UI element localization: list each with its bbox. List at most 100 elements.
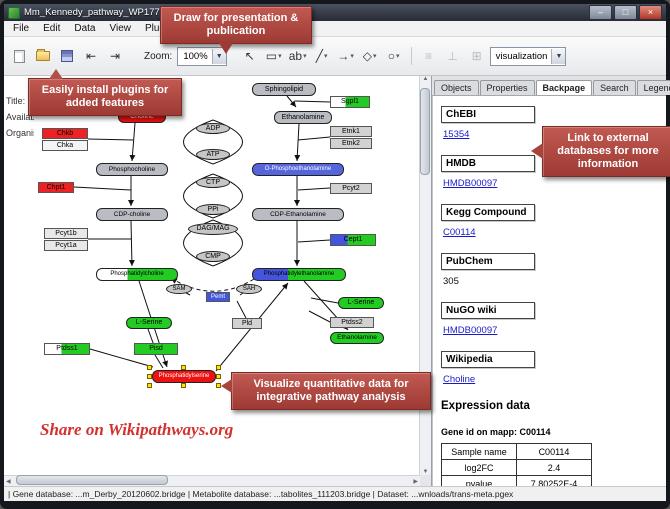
node-o-phosphoethanolamine[interactable]: O-Phosphoethanolamine — [252, 163, 344, 176]
dropdown-arrow-icon: ▾ — [396, 53, 400, 60]
selection-handle[interactable] — [147, 373, 152, 379]
node-etnk1[interactable]: Etnk1 — [330, 126, 372, 137]
scroll-left-icon[interactable]: ◀ — [6, 478, 11, 485]
node-sam[interactable]: SAM — [166, 284, 192, 294]
external-link[interactable]: HMDB00097 — [443, 325, 498, 336]
node-ctp[interactable]: CTP — [196, 177, 230, 188]
node-dag-mag[interactable]: DAG/MAG — [188, 223, 238, 235]
shape-tool-button[interactable]: ◇▾ — [359, 45, 381, 67]
tab-legend[interactable]: Legend — [636, 80, 670, 95]
node-pld[interactable]: Pld — [232, 318, 262, 329]
tab-properties[interactable]: Properties — [479, 80, 535, 95]
select-tool-icon: ↖ — [244, 49, 255, 63]
ellipse-tool-button[interactable]: ○▾ — [383, 45, 405, 67]
menu-edit[interactable]: Edit — [43, 23, 61, 34]
selection-handle[interactable] — [147, 383, 152, 388]
shape-tool-icon: ◇ — [362, 49, 373, 63]
node-cept1[interactable]: Cept1 — [330, 234, 376, 246]
tab-objects[interactable]: Objects — [434, 80, 479, 95]
node-chka[interactable]: Chka — [42, 140, 88, 151]
node-chkb[interactable]: Chkb — [42, 128, 88, 139]
node-phosphatidylethanolamine[interactable]: Phosphatidylethanolamine — [252, 268, 346, 281]
horizontal-scroll-thumb[interactable] — [16, 475, 168, 485]
node-ppi[interactable]: PPi — [196, 204, 230, 215]
menu-file[interactable]: File — [13, 23, 30, 34]
external-link[interactable]: Choline — [443, 374, 476, 385]
backpage-section: HMDB HMDB00097 — [441, 155, 660, 189]
node-l-serine[interactable]: L-Serine — [126, 317, 172, 329]
scroll-right-icon[interactable]: ▶ — [413, 478, 418, 485]
node-ptdss2[interactable]: Ptdss2 — [330, 317, 374, 328]
node-ethanolamine[interactable]: Ethanolamine — [274, 111, 332, 124]
node-pisd[interactable]: Pisd — [134, 343, 178, 355]
horizontal-scrollbar[interactable]: ◀ ▶ — [4, 475, 420, 486]
selection-handle[interactable] — [147, 365, 152, 370]
export-button[interactable]: ⇥ — [104, 45, 126, 67]
open-button[interactable] — [32, 45, 54, 67]
zoom-select[interactable]: 100% ▼ — [177, 46, 227, 66]
save-button[interactable] — [56, 45, 78, 67]
external-link[interactable]: C00114 — [443, 227, 476, 238]
tab-backpage[interactable]: Backpage — [535, 80, 593, 95]
selection-handle[interactable] — [216, 365, 221, 370]
node-ethanolamine[interactable]: Ethanolamine — [330, 332, 384, 344]
selection-handle[interactable] — [181, 383, 186, 388]
node-pcyt2[interactable]: Pcyt2 — [330, 183, 372, 194]
close-button[interactable]: × — [639, 5, 662, 20]
callout-draw-text: Draw for presentation & publication — [173, 12, 299, 37]
new-button[interactable] — [8, 45, 30, 67]
node-phosphatidylserine[interactable]: Phosphatidylserine — [152, 370, 216, 383]
node-sphingolipid[interactable]: Sphingolipid — [252, 83, 316, 96]
node-sgpl1[interactable]: Sgpl1 — [330, 96, 370, 108]
selection-handle[interactable] — [181, 365, 186, 370]
label-template-button[interactable]: ab▾ — [287, 45, 309, 67]
node-pcyt1a[interactable]: Pcyt1a — [44, 240, 88, 251]
external-link[interactable]: HMDB00097 — [443, 178, 498, 189]
title-bar: Mm_Kennedy_pathway_WP1771_45176.gpml –□× — [4, 4, 666, 21]
node-sah[interactable]: SAH — [236, 284, 262, 294]
align-vertical-button: ⊥ — [442, 45, 464, 67]
node-phosphocholine[interactable]: Phosphocholine — [96, 163, 168, 176]
minimize-button[interactable]: – — [589, 5, 612, 20]
menu-view[interactable]: View — [109, 23, 131, 34]
node-l-serine[interactable]: L-Serine — [338, 297, 384, 309]
scroll-up-icon[interactable]: ▲ — [422, 76, 429, 82]
node-cdp-ethanolamine[interactable]: CDP-Ethanolamine — [252, 208, 344, 221]
node-adp[interactable]: ADP — [196, 123, 230, 134]
node-etnk2[interactable]: Etnk2 — [330, 138, 372, 149]
select-tool-button[interactable]: ↖ — [239, 45, 261, 67]
visualization-select[interactable]: visualization ▼ — [489, 46, 567, 66]
tab-search[interactable]: Search — [593, 80, 636, 95]
menu-data[interactable]: Data — [74, 23, 96, 34]
line-tool-button[interactable]: ╱▾ — [311, 45, 333, 67]
database-header: HMDB — [441, 155, 535, 172]
external-link[interactable]: 15354 — [443, 129, 470, 140]
node-ptdss1[interactable]: Ptdss1 — [44, 343, 90, 355]
node-phosphatidylcholine[interactable]: Phosphatidylcholine — [96, 268, 178, 281]
vertical-scroll-thumb[interactable] — [420, 88, 430, 175]
datanode-template-button[interactable]: ▭▾ — [263, 45, 285, 67]
arrow-tool-button[interactable]: →▾ — [335, 45, 357, 67]
import-button[interactable]: ⇤ — [80, 45, 102, 67]
callout-visualize-text: Visualize quantitative data for integrat… — [253, 378, 409, 403]
node-cdp-choline[interactable]: CDP-choline — [96, 208, 168, 221]
share-on-wikipathways-text: Share on Wikipathways.org — [40, 420, 234, 439]
node-pcyt1b[interactable]: Pcyt1b — [44, 228, 88, 239]
import-icon: ⇤ — [85, 49, 97, 63]
node-pemt[interactable]: Pemt — [206, 292, 230, 302]
scroll-down-icon[interactable]: ▼ — [422, 469, 429, 475]
callout-link-text: Link to external databases for more info… — [557, 132, 659, 170]
selection-handle[interactable] — [216, 373, 221, 379]
scroll-corner — [420, 475, 431, 486]
maximize-button[interactable]: □ — [614, 5, 637, 20]
node-chpt1[interactable]: Chpt1 — [38, 182, 74, 193]
pathway-info-label: Title: — [6, 96, 26, 106]
node-cmp[interactable]: CMP — [196, 251, 230, 262]
node-atp[interactable]: ATP — [196, 149, 230, 160]
selection-handle[interactable] — [216, 383, 221, 388]
